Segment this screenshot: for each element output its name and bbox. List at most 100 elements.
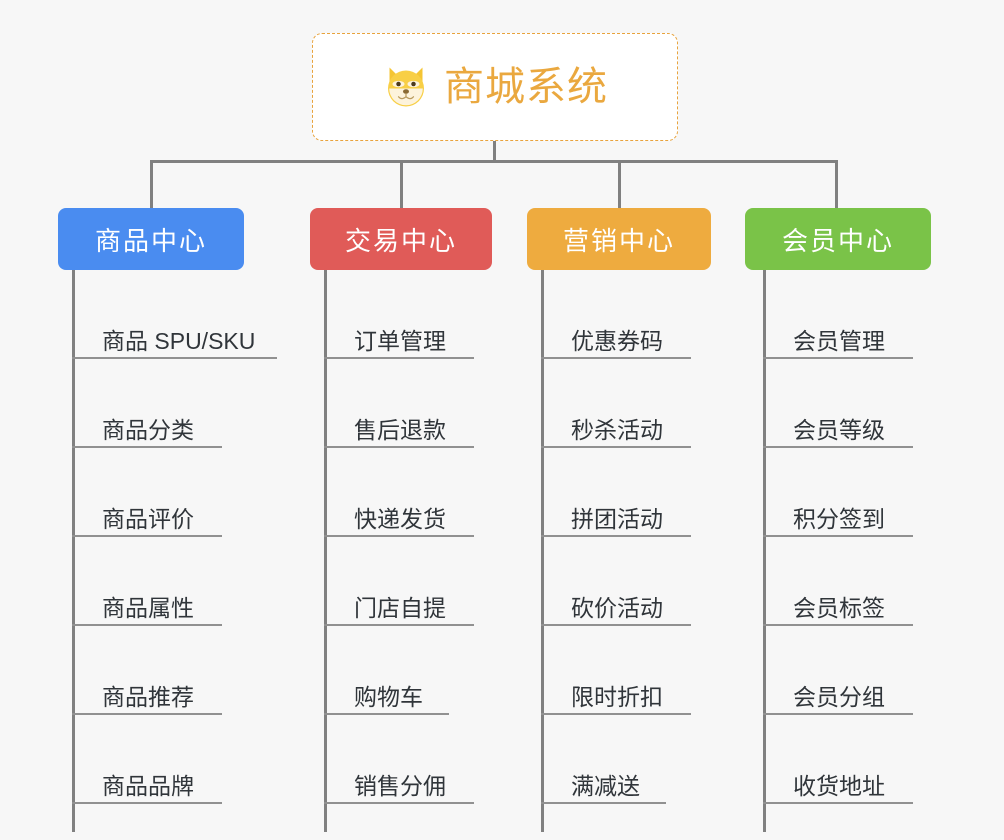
root-title: 商城系统 xyxy=(444,65,608,109)
leaf-rule xyxy=(541,535,691,537)
leaf-item[interactable]: 砍价活动 xyxy=(541,537,711,626)
leaf-rule xyxy=(541,713,691,715)
branch-header-label: 会员中心 xyxy=(781,225,894,256)
branch-member-center: 会员中心 会员管理 会员等级 积分签到 会员标签 会员分组 xyxy=(745,208,931,832)
leaf-rule xyxy=(324,357,474,359)
leaf-label: 商品品牌 xyxy=(102,772,194,799)
leaf-item[interactable]: 秒杀活动 xyxy=(541,359,711,448)
root-node[interactable]: 商城系统 xyxy=(312,33,678,141)
leaf-item[interactable]: 订单管理 xyxy=(324,270,492,359)
leaf-label: 售后退款 xyxy=(354,416,446,443)
dog-face-icon xyxy=(388,67,424,108)
leaf-label: 快递发货 xyxy=(354,505,446,532)
leaf-label: 限时折扣 xyxy=(571,683,663,710)
leaf-list-trade-center: 订单管理 售后退款 快递发货 门店自提 购物车 销售分佣 xyxy=(324,270,492,804)
leaf-label: 购物车 xyxy=(354,683,423,710)
leaf-rule xyxy=(541,446,691,448)
leaf-rule xyxy=(763,624,913,626)
leaf-label: 门店自提 xyxy=(354,594,446,621)
leaf-item[interactable]: 商品品牌 xyxy=(72,715,244,804)
leaf-rule xyxy=(541,802,666,804)
leaf-rule xyxy=(72,802,222,804)
leaf-label: 销售分佣 xyxy=(354,772,446,799)
leaf-label: 秒杀活动 xyxy=(571,416,663,443)
leaf-label: 积分签到 xyxy=(793,505,885,532)
leaf-item[interactable]: 会员等级 xyxy=(763,359,935,448)
leaf-item[interactable]: 购物车 xyxy=(324,626,492,715)
leaf-item[interactable]: 快递发货 xyxy=(324,448,492,537)
leaf-label: 优惠券码 xyxy=(571,327,663,354)
branch-header-marketing-center[interactable]: 营销中心 xyxy=(527,208,711,270)
leaf-rule xyxy=(72,357,277,359)
leaf-list-member-center: 会员管理 会员等级 积分签到 会员标签 会员分组 收货地址 xyxy=(763,270,935,804)
branch-spine xyxy=(324,270,327,832)
leaf-item[interactable]: 门店自提 xyxy=(324,537,492,626)
leaf-label: 商品 SPU/SKU xyxy=(102,327,256,354)
branch-header-product-center[interactable]: 商品中心 xyxy=(58,208,244,270)
leaf-item[interactable]: 商品推荐 xyxy=(72,626,244,715)
leaf-label: 拼团活动 xyxy=(571,505,663,532)
leaf-item[interactable]: 拼团活动 xyxy=(541,448,711,537)
leaf-label: 会员等级 xyxy=(793,416,885,443)
leaf-label: 会员管理 xyxy=(793,327,885,354)
leaf-rule xyxy=(324,446,474,448)
branch-spine xyxy=(72,270,75,832)
connector-drop-branch-1 xyxy=(400,160,403,208)
branch-header-label: 交易中心 xyxy=(344,225,457,256)
branch-header-label: 营销中心 xyxy=(562,225,675,256)
leaf-rule xyxy=(72,446,222,448)
leaf-label: 商品分类 xyxy=(102,416,194,443)
leaf-rule xyxy=(763,446,913,448)
leaf-item[interactable]: 商品分类 xyxy=(72,359,244,448)
leaf-rule xyxy=(72,624,222,626)
leaf-item[interactable]: 积分签到 xyxy=(763,448,935,537)
leaf-item[interactable]: 会员分组 xyxy=(763,626,935,715)
leaf-label: 收货地址 xyxy=(793,772,885,799)
branch-marketing-center: 营销中心 优惠券码 秒杀活动 拼团活动 砍价活动 限时折扣 xyxy=(527,208,711,832)
leaf-item[interactable]: 优惠券码 xyxy=(541,270,711,359)
leaf-item[interactable]: 商品属性 xyxy=(72,537,244,626)
leaf-rule xyxy=(72,535,222,537)
leaf-label: 商品属性 xyxy=(102,594,194,621)
leaf-rule xyxy=(763,357,913,359)
leaf-item[interactable]: 满减送 xyxy=(541,715,711,804)
leaf-item[interactable]: 限时折扣 xyxy=(541,626,711,715)
leaf-label: 商品推荐 xyxy=(102,683,194,710)
leaf-rule xyxy=(324,802,474,804)
leaf-rule xyxy=(324,535,474,537)
leaf-rule xyxy=(763,713,913,715)
connector-root-stem xyxy=(493,141,496,162)
leaf-item[interactable]: 销售分佣 xyxy=(324,715,492,804)
branch-header-member-center[interactable]: 会员中心 xyxy=(745,208,931,270)
leaf-rule xyxy=(763,802,913,804)
leaf-list-marketing-center: 优惠券码 秒杀活动 拼团活动 砍价活动 限时折扣 满减送 xyxy=(541,270,711,804)
leaf-label: 会员分组 xyxy=(793,683,885,710)
leaf-item[interactable]: 会员管理 xyxy=(763,270,935,359)
leaf-item[interactable]: 会员标签 xyxy=(763,537,935,626)
branch-spine xyxy=(541,270,544,832)
connector-drop-branch-2 xyxy=(618,160,621,208)
leaf-rule xyxy=(72,713,222,715)
leaf-rule xyxy=(324,713,449,715)
branch-spine xyxy=(763,270,766,832)
leaf-item[interactable]: 商品 SPU/SKU xyxy=(72,270,277,359)
branch-product-center: 商品中心 商品 SPU/SKU 商品分类 商品评价 商品属性 商品推荐 xyxy=(58,208,277,832)
branch-header-label: 商品中心 xyxy=(94,225,207,256)
leaf-item[interactable]: 商品评价 xyxy=(72,448,244,537)
leaf-rule xyxy=(324,624,474,626)
leaf-label: 会员标签 xyxy=(793,594,885,621)
connector-drop-branch-3 xyxy=(835,160,838,208)
leaf-list-product-center: 商品 SPU/SKU 商品分类 商品评价 商品属性 商品推荐 商品品牌 xyxy=(72,270,277,804)
leaf-label: 满减送 xyxy=(571,772,640,799)
leaf-label: 订单管理 xyxy=(354,327,446,354)
leaf-item[interactable]: 售后退款 xyxy=(324,359,492,448)
branch-trade-center: 交易中心 订单管理 售后退款 快递发货 门店自提 购物车 xyxy=(310,208,492,832)
branch-header-trade-center[interactable]: 交易中心 xyxy=(310,208,492,270)
leaf-item[interactable]: 收货地址 xyxy=(763,715,935,804)
leaf-rule xyxy=(541,357,691,359)
leaf-rule xyxy=(541,624,691,626)
leaf-label: 商品评价 xyxy=(102,505,194,532)
connector-horizontal-bus xyxy=(150,160,838,163)
leaf-label: 砍价活动 xyxy=(571,594,663,621)
